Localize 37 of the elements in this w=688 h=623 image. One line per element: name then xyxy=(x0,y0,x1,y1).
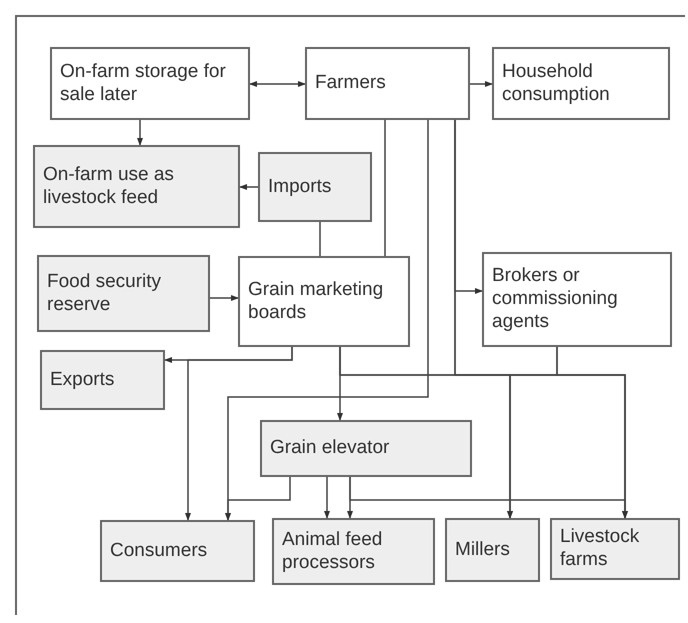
box-label: Animal feed processors xyxy=(282,528,384,574)
process-box xyxy=(550,518,680,580)
box-label: Exports xyxy=(50,368,116,392)
process-box xyxy=(272,518,435,585)
box-label: Grain marketing boards xyxy=(248,278,384,324)
box-label: Livestock farms xyxy=(560,526,640,572)
process-box xyxy=(445,518,540,582)
connector-arrow xyxy=(239,184,258,190)
connector-arrow xyxy=(324,477,330,519)
process-box xyxy=(238,256,410,347)
connector-arrow xyxy=(249,81,306,87)
process-box xyxy=(37,255,210,332)
connector-arrow xyxy=(349,477,628,519)
connector-arrow xyxy=(137,120,143,146)
connector-arrow xyxy=(470,81,493,87)
box-label: On-farm use as livestock feed xyxy=(43,164,175,210)
process-box xyxy=(33,145,240,228)
process-box xyxy=(40,350,165,410)
connector-arrow xyxy=(185,347,293,521)
process-box xyxy=(260,420,472,477)
box-label: Imports xyxy=(268,176,332,198)
connector-arrow xyxy=(225,477,291,521)
process-box xyxy=(100,520,255,582)
connector-arrow xyxy=(210,295,239,301)
box-label: Household consumption xyxy=(502,60,611,106)
process-box xyxy=(305,47,470,120)
process-box xyxy=(50,47,250,120)
box-label: Brokers or commissioning agents xyxy=(492,265,619,334)
box-label: On-farm storage for sale later xyxy=(60,60,227,106)
box-label: Grain elevator xyxy=(270,437,390,460)
box-label: Farmers xyxy=(315,72,387,95)
process-box xyxy=(258,152,372,222)
box-label: Millers xyxy=(455,538,511,562)
box-label: Consumers xyxy=(110,540,208,562)
process-box xyxy=(492,47,670,120)
box-label: Food security reserve xyxy=(47,270,162,316)
process-box xyxy=(482,252,672,347)
